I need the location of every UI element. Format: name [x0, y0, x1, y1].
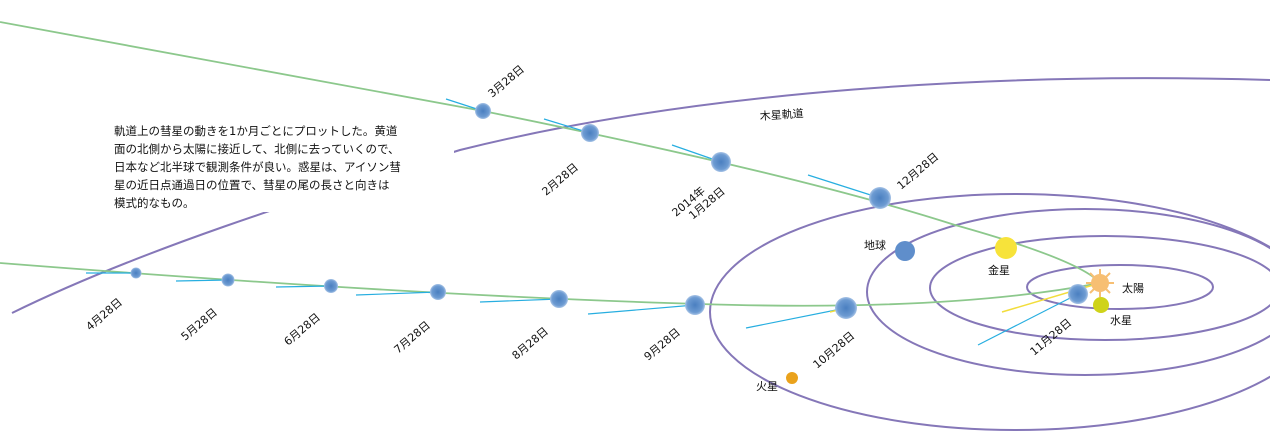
dot-jun28 [324, 279, 338, 293]
mercury-orbit [1026, 264, 1214, 310]
tail-jun28 [275, 285, 332, 288]
date-label-apr28: 4月28日 [84, 296, 125, 334]
dot-dec28 [869, 187, 891, 209]
mercury-label: 水星 [1110, 314, 1132, 327]
dot-jan28 [711, 152, 731, 172]
sun-label: 太陽 [1122, 282, 1144, 295]
date-label-oct28: 10月28日 [811, 329, 858, 371]
description-text: 軌道上の彗星の動きを1か月ごとにプロットした。黄道 面の北側から太陽に接近して、… [114, 122, 454, 212]
venus-icon [995, 237, 1017, 259]
earth-label: 地球 [864, 238, 886, 252]
description-line: 日本など北半球で観測条件が良い。惑星は、アイソン彗 [114, 160, 401, 174]
jupiter-orbit-label: 木星軌道 [759, 106, 804, 123]
date-label-feb28: 2月28日 [540, 161, 581, 199]
description-line: 星の近日点通過日の位置で、彗星の尾の長さと向きは [114, 178, 390, 192]
description-line: 模式的なもの。 [114, 196, 195, 210]
tail-oct28 [745, 307, 847, 329]
dot-sep28 [685, 295, 705, 315]
dot-nov28 [1068, 284, 1088, 304]
date-label-jul28: 7月28日 [392, 319, 433, 357]
date-label-sep28: 9月28日 [642, 326, 683, 364]
dot-apr28 [130, 267, 142, 279]
tail-sep28 [587, 304, 696, 315]
mercury-icon [1093, 297, 1109, 313]
venus-orbit [929, 235, 1270, 341]
venus-label: 金星 [988, 263, 1010, 277]
sun-icon [1086, 269, 1114, 297]
dot-oct28 [835, 297, 857, 319]
dot-mar28 [475, 103, 491, 119]
dot-feb28 [581, 124, 599, 142]
dot-aug28 [550, 290, 568, 308]
tail-may28 [175, 279, 229, 282]
date-label-nov28: 11月28日 [1028, 316, 1075, 358]
comet-dots [130, 103, 1088, 319]
tail-dec28 [807, 174, 881, 199]
mars-icon [786, 372, 798, 384]
earth-orbit [866, 208, 1270, 376]
earth-icon [895, 241, 915, 261]
tail-nov28 [977, 293, 1079, 346]
tail-jul28 [355, 291, 439, 296]
planet-orbits [709, 193, 1270, 431]
mars-label: 火星 [756, 380, 778, 393]
mars-orbit [709, 193, 1270, 431]
date-label-aug28: 8月28日 [510, 325, 551, 363]
dot-jul28 [430, 284, 446, 300]
description-line: 面の北側から太陽に接近して、北側に去っていくので、 [114, 142, 400, 156]
date-label-jun28: 6月28日 [282, 311, 323, 349]
jupiter-orbit [11, 77, 1270, 314]
date-label-mar28: 3月28日 [486, 63, 527, 101]
dot-may28 [221, 273, 235, 287]
date-label-jan28: 2014年1月28日 [669, 174, 728, 229]
tail-aug28 [479, 298, 560, 303]
date-label-may28: 5月28日 [179, 306, 220, 344]
date-label-dec28: 12月28日 [895, 150, 942, 192]
description-line: 軌道上の彗星の動きを1か月ごとにプロットした。黄道 [114, 124, 398, 138]
